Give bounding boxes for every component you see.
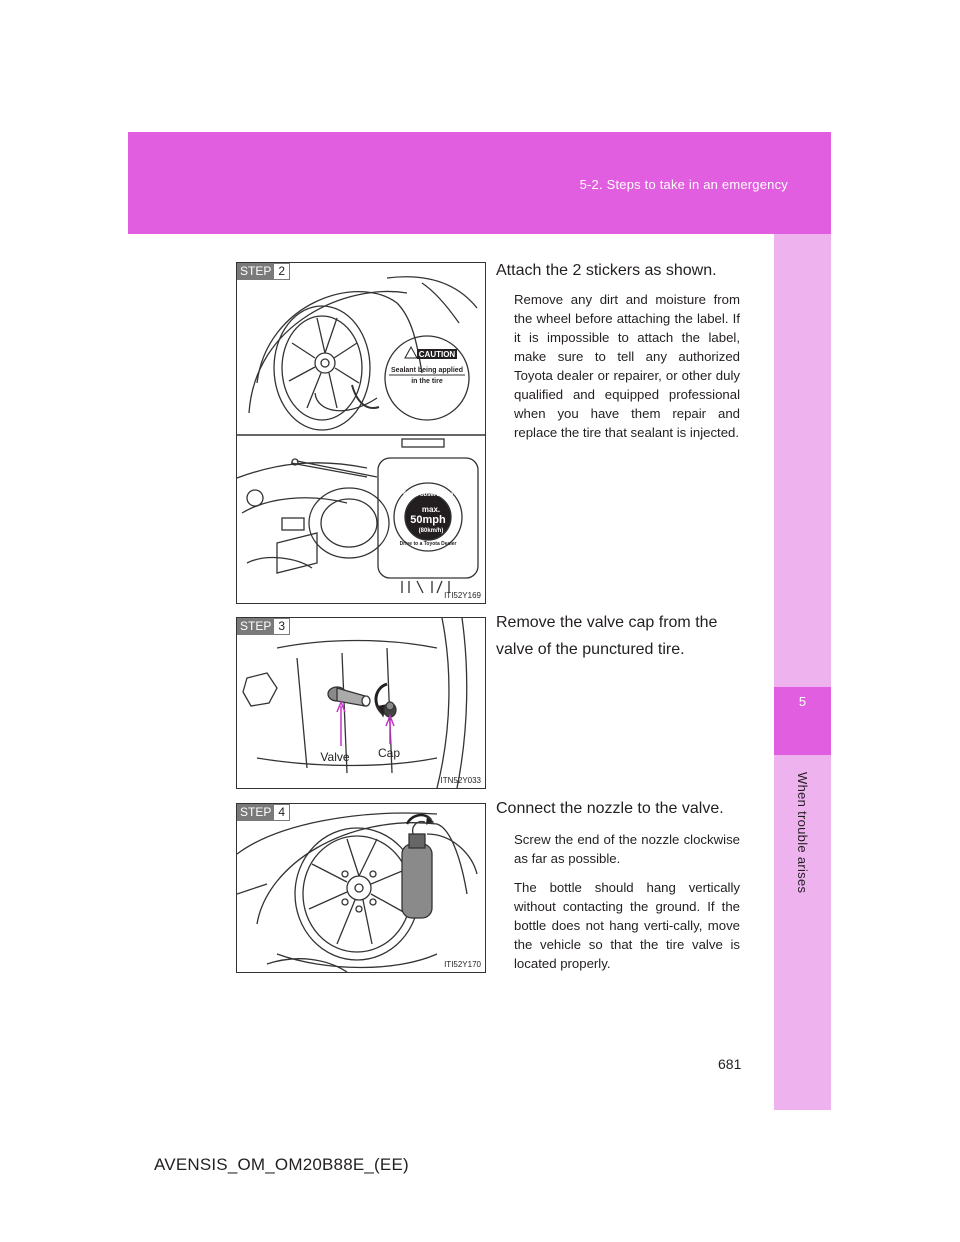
speed-sticker-top: Strict observance [403, 492, 454, 498]
step-badge: STEP 4 [237, 804, 291, 821]
speed-sticker-max: max. [422, 505, 440, 514]
header-band: 5-2. Steps to take in an emergency [128, 132, 831, 234]
figure-code: ITN52Y033 [440, 776, 481, 785]
step-badge: STEP 2 [237, 263, 291, 280]
step-badge: STEP 3 [237, 618, 291, 635]
valve-label: Valve [320, 750, 349, 764]
section-title: 5-2. Steps to take in an emergency [579, 177, 788, 192]
caution-title: CAUTION [419, 350, 456, 359]
caution-line-2: in the tire [411, 378, 443, 385]
caution-line-1: Sealant being applied [391, 367, 463, 374]
document-code: AVENSIS_OM_OM20B88E_(EE) [154, 1155, 409, 1174]
chapter-label: When trouble arises [795, 772, 810, 894]
step-word: STEP [237, 263, 275, 280]
step-4-note-2: The bottle should hang vertically withou… [514, 880, 740, 971]
step-word: STEP [237, 804, 275, 821]
step-2-note: Remove any dirt and moisture from the wh… [514, 292, 740, 440]
figure-code: ITI52Y169 [444, 591, 481, 600]
step-word: STEP [237, 618, 275, 635]
figure-code: ITI52Y170 [444, 960, 481, 969]
step-4-instruction: Connect the nozzle to the valve. [496, 800, 724, 817]
speed-sticker-bottom: Drive to a Toyota Dealer [400, 541, 457, 547]
step-4-figure: STEP 4 ITI52Y170 [236, 803, 486, 973]
step-2-instruction: Attach the 2 stickers as shown. [496, 262, 717, 279]
step-number: 3 [274, 618, 291, 635]
wheel-and-dashboard-illustration: CAUTION Sealant being applied in the tir… [237, 276, 485, 594]
step-3-instruction: Remove the valve cap from the valve of t… [496, 614, 718, 658]
step-3-figure: STEP 3 Valve Cap ITN52Y033 [236, 617, 486, 789]
cap-label: Cap [378, 746, 400, 760]
valve-cap-illustration: Valve Cap [242, 618, 468, 788]
chapter-number: 5 [774, 687, 831, 755]
step-4-note-1: Screw the end of the nozzle clockwise as… [514, 832, 740, 866]
speed-sticker-kmh: (80km/h) [419, 528, 444, 534]
chapter-side-tab[interactable]: 5 When trouble arises [774, 234, 831, 1110]
page-number: 681 [718, 1056, 742, 1072]
speed-sticker-value: 50mph [410, 514, 446, 526]
step-2-figure: STEP 2 [236, 262, 486, 604]
step-number: 4 [274, 804, 291, 821]
step-number: 2 [274, 263, 291, 280]
nozzle-bottle-illustration [237, 812, 478, 972]
